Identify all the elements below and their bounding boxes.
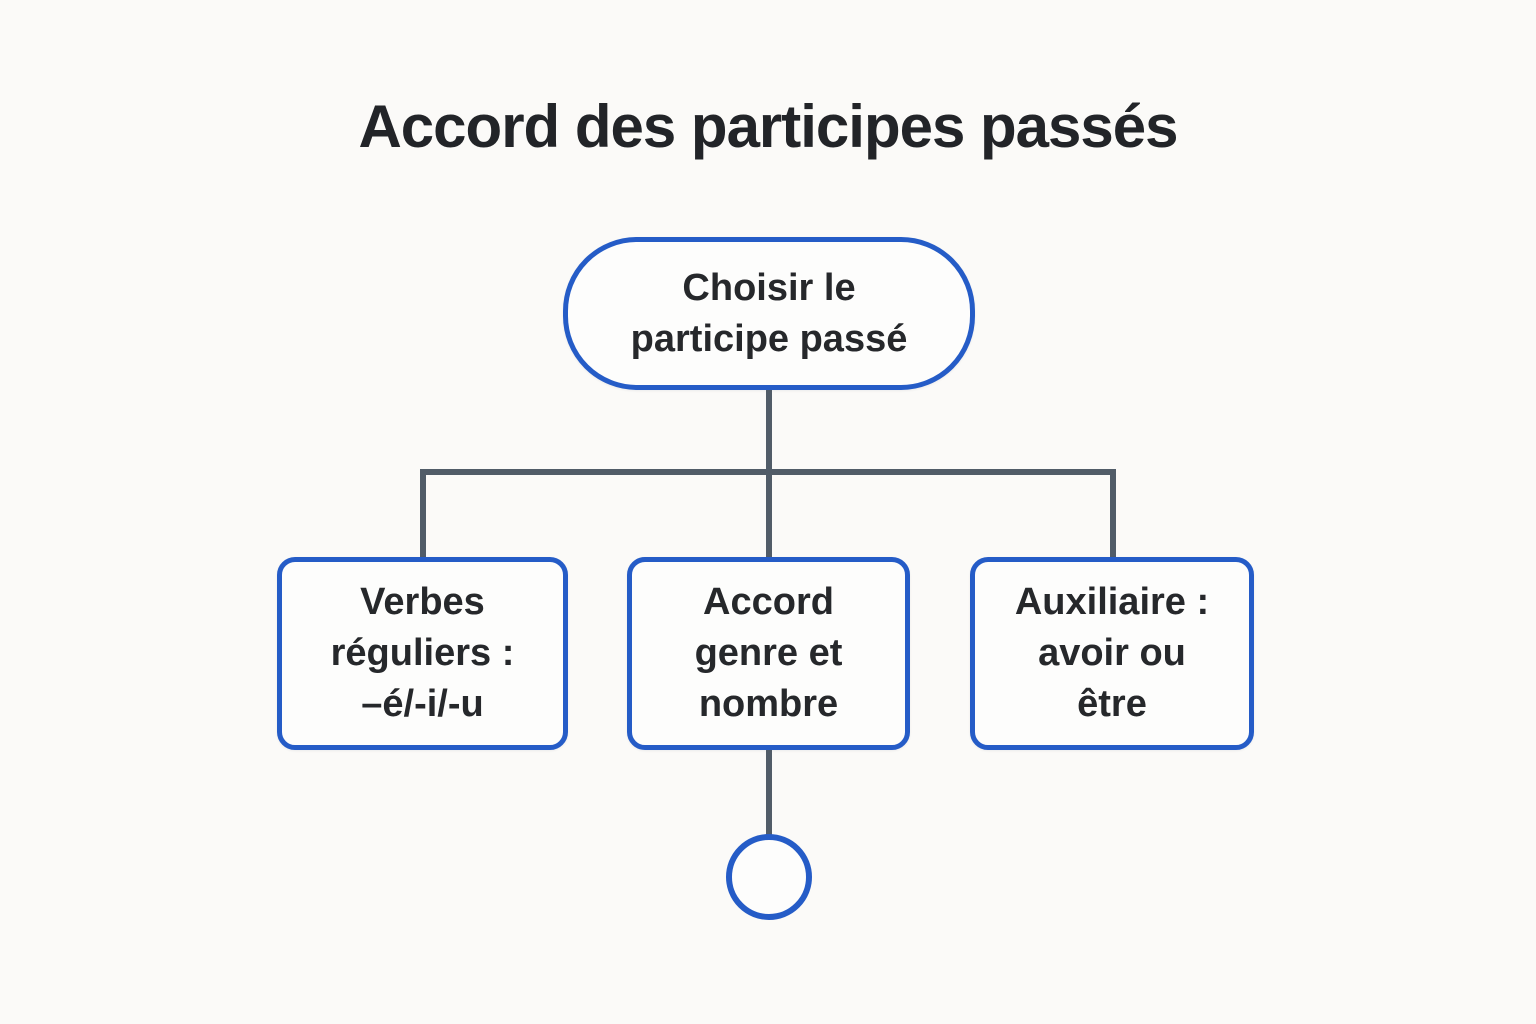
diagram-title: Accord des participes passés xyxy=(358,93,1178,160)
node-auxiliaire-avoir-etre: Auxiliaire : avoir ou être xyxy=(970,557,1254,750)
node-verbes-reguliers: Verbes réguliers : –é/-i/-u xyxy=(277,557,568,750)
node-accord-genre-nombre: Accord genre et nombre xyxy=(627,557,910,750)
terminal-circle-node xyxy=(726,834,812,920)
connector-drop-middle xyxy=(766,469,772,560)
node-choisir-participe-passe: Choisir le participe passé xyxy=(563,237,975,390)
node-label: Accord genre et nombre xyxy=(694,581,843,725)
connector-root-stem xyxy=(766,390,772,472)
node-label: Auxiliaire : avoir ou être xyxy=(1014,581,1210,725)
node-label: Verbes réguliers : –é/-i/-u xyxy=(330,581,515,725)
connector-drop-left xyxy=(420,469,426,560)
connector-drop-right xyxy=(1110,469,1116,560)
connector-terminal-stem xyxy=(766,750,772,836)
node-label: Choisir le participe passé xyxy=(630,266,908,360)
